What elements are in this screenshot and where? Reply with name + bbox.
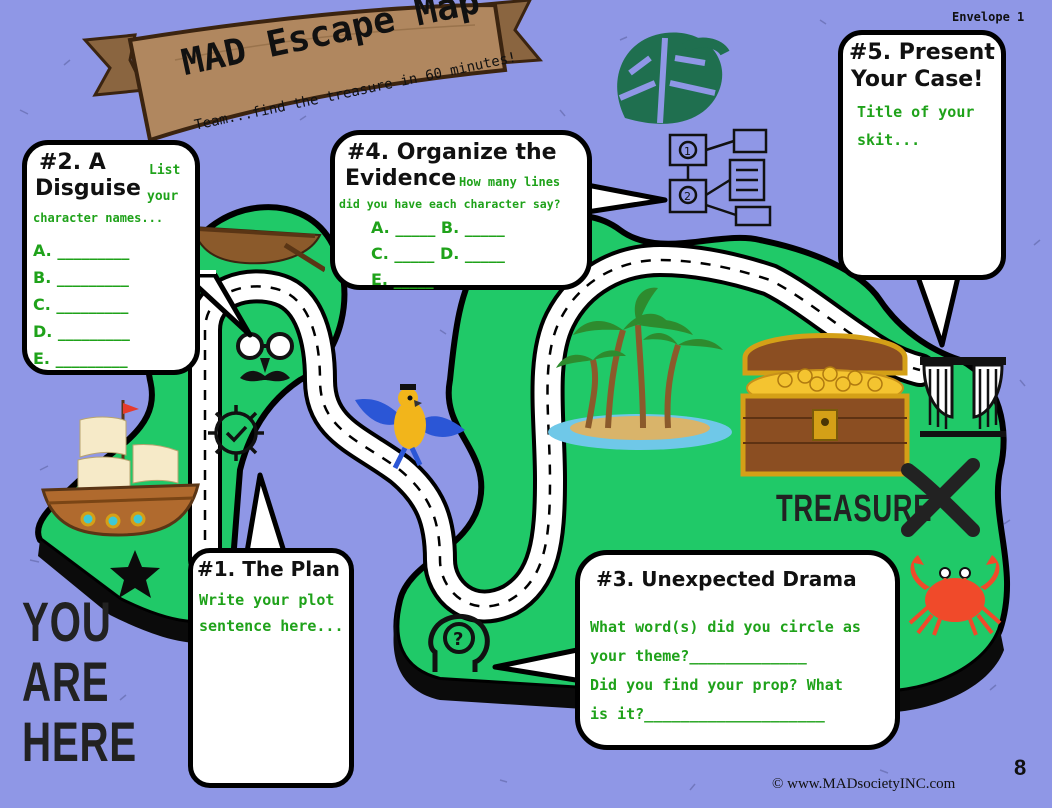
evidence-row-1[interactable]: A. _____ B. _____	[371, 218, 505, 237]
svg-text:?: ?	[453, 629, 463, 650]
page-number: 8	[1014, 755, 1027, 780]
bubble-present-tail	[915, 275, 961, 348]
bubble-evidence-tail	[585, 182, 668, 215]
disguise-prompt-c: character names...	[33, 211, 164, 225]
disguise-title-1: #2. A	[39, 150, 106, 175]
disguise-line-b[interactable]: B. _________	[33, 268, 129, 287]
rowboat-icon	[190, 225, 325, 273]
are-word: ARE	[22, 650, 110, 713]
disguise-line-a[interactable]: A. _________	[33, 241, 130, 260]
bubble-plan: #1. The Plan Write your plot sentence he…	[188, 548, 354, 788]
crab-icon	[908, 555, 1002, 636]
you-word: YOU	[22, 590, 112, 653]
plan-prompt-b: sentence here...	[199, 617, 344, 635]
bubble-present: #5. Present Your Case! Title of your ski…	[838, 30, 1006, 280]
treasure-label: TREASURE	[776, 488, 933, 530]
copyright-text: © www.MADsocietyINC.com	[772, 776, 956, 792]
bubble-evidence: #4. Organize the Evidence How many lines…	[330, 130, 592, 290]
palm-island-icon	[548, 287, 732, 450]
disguise-prompt-a: List	[149, 163, 181, 178]
present-title-2: Your Case!	[851, 67, 984, 92]
present-title-1: #5. Present	[849, 40, 995, 65]
treasure-chest-icon	[740, 333, 910, 477]
bubble-plan-tail	[243, 472, 289, 560]
monstera-leaf-icon	[617, 32, 730, 124]
bubble-drama: #3. Unexpected Drama What word(s) did yo…	[575, 550, 900, 750]
drama-line-2[interactable]: your theme?_____________	[590, 647, 807, 665]
evidence-title-2: Evidence	[345, 166, 457, 191]
star-icon	[110, 550, 160, 598]
evidence-prompt-a: How many lines	[459, 175, 561, 189]
evidence-title-1: #4. Organize the	[347, 140, 557, 165]
x-mark-icon	[901, 458, 980, 537]
drama-line-3: Did you find your prop? What	[590, 676, 843, 694]
curtain-stage-icon	[920, 357, 1006, 437]
envelope-label: Envelope 1	[952, 10, 1025, 24]
parrot-icon	[355, 384, 465, 470]
gear-check-icon	[208, 405, 264, 461]
svg-text:2: 2	[684, 190, 691, 203]
drama-line-1: What word(s) did you circle as	[590, 618, 861, 636]
head-question-icon: ?	[428, 613, 490, 672]
here-word: HERE	[22, 710, 137, 773]
evidence-row-3[interactable]: E. _____	[371, 270, 434, 289]
banner-scroll	[81, 0, 544, 143]
disguise-glasses-icon	[236, 332, 294, 382]
plan-title: #1. The Plan	[197, 557, 340, 581]
evidence-row-2[interactable]: C. _____ D. _____	[371, 244, 505, 263]
svg-text:1: 1	[684, 145, 691, 158]
you-are-here-label: YOU ARE HERE	[22, 592, 137, 772]
disguise-line-c[interactable]: C. _________	[33, 295, 129, 314]
present-prompt-b: skit...	[857, 131, 921, 149]
bubble-disguise-tail	[182, 270, 253, 338]
drama-line-4[interactable]: is it?____________________	[590, 705, 825, 723]
disguise-title-2: Disguise	[35, 176, 141, 201]
bubble-drama-tail	[492, 646, 585, 684]
plan-prompt-a: Write your plot	[199, 591, 335, 609]
disguise-line-e[interactable]: E. _________	[33, 349, 128, 368]
bubble-disguise: #2. A Disguise List your character names…	[22, 140, 200, 375]
disguise-prompt-b: your	[147, 189, 179, 204]
disguise-line-d[interactable]: D. _________	[33, 322, 130, 341]
evidence-board-icon: 1 2	[668, 128, 772, 227]
drama-title: #3. Unexpected Drama	[596, 567, 857, 591]
pirate-ship-icon	[41, 400, 200, 537]
present-prompt-a: Title of your	[857, 103, 975, 121]
evidence-prompt-b: did you have each character say?	[339, 197, 561, 211]
